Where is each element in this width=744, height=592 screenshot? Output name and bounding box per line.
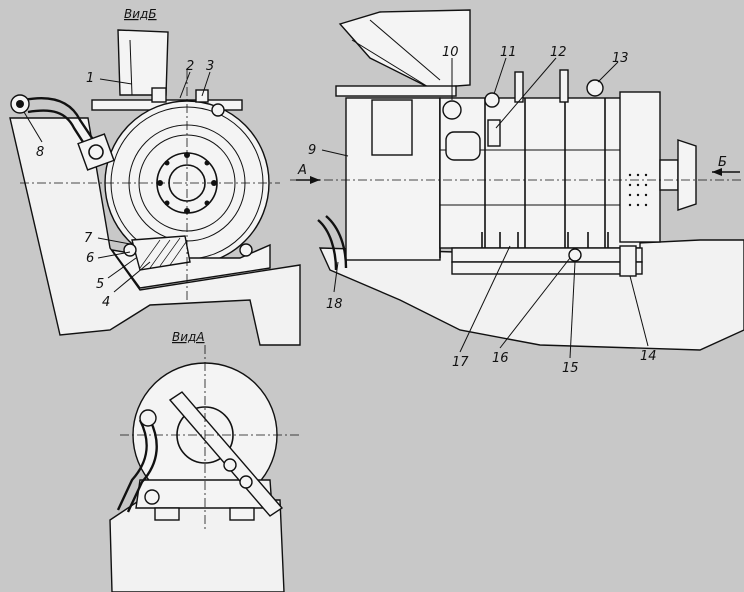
- callout-18: 18: [326, 297, 343, 312]
- leader-lines: [23, 57, 649, 359]
- view-b-drawing: [9, 29, 301, 346]
- arrow-a-label: А: [297, 163, 307, 178]
- callout-14: 14: [640, 349, 657, 364]
- callout-1: 1: [86, 71, 94, 86]
- callout-16: 16: [492, 351, 509, 366]
- arrow-b-label: Б: [718, 155, 727, 170]
- view-a-title: ВидА: [172, 330, 205, 344]
- callout-11: 11: [500, 45, 517, 60]
- callout-7: 7: [84, 231, 93, 246]
- callout-13: 13: [612, 51, 629, 66]
- callout-8: 8: [36, 145, 44, 160]
- side-view-drawing: [290, 9, 744, 351]
- callout-6: 6: [86, 251, 94, 266]
- callout-12: 12: [550, 45, 567, 60]
- callout-2: 2: [186, 59, 194, 74]
- callout-3: 3: [206, 59, 214, 74]
- callout-17: 17: [452, 355, 469, 370]
- callout-15: 15: [562, 361, 579, 376]
- callout-4: 4: [102, 295, 110, 310]
- callout-10: 10: [442, 45, 459, 60]
- callout-5: 5: [96, 277, 104, 292]
- view-b-title: ВидБ: [124, 7, 157, 21]
- view-a-drawing: [109, 345, 300, 592]
- callout-9: 9: [308, 143, 316, 158]
